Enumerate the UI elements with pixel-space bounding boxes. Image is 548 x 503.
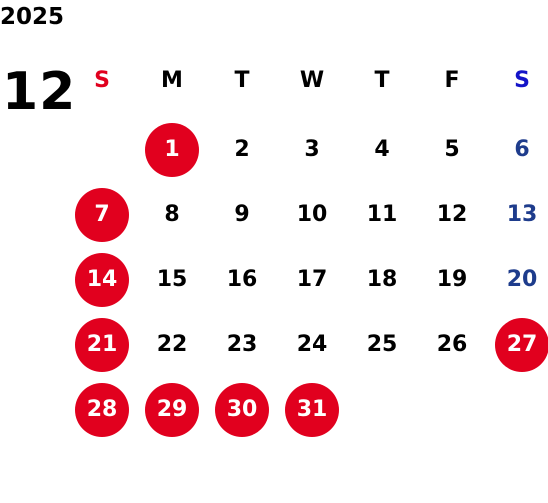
year-label: 2025 (0, 4, 65, 30)
day-13[interactable]: 13 (506, 202, 538, 227)
month-number: 12 (2, 62, 77, 122)
day-27[interactable]: 27 (495, 318, 548, 372)
day-25[interactable]: 25 (366, 332, 398, 357)
weekday-header-friday: F (444, 68, 460, 93)
day-30[interactable]: 30 (215, 383, 269, 437)
day-5[interactable]: 5 (444, 137, 460, 162)
day-11[interactable]: 11 (366, 202, 398, 227)
day-3[interactable]: 3 (304, 137, 320, 162)
day-15[interactable]: 15 (156, 267, 188, 292)
day-16[interactable]: 16 (226, 267, 258, 292)
day-6[interactable]: 6 (514, 137, 530, 162)
day-10[interactable]: 10 (296, 202, 328, 227)
day-19[interactable]: 19 (436, 267, 468, 292)
day-20[interactable]: 20 (506, 267, 538, 292)
day-14[interactable]: 14 (75, 253, 129, 307)
weekday-header-tuesday: T (234, 68, 250, 93)
day-8[interactable]: 8 (164, 202, 180, 227)
day-2[interactable]: 2 (234, 137, 250, 162)
day-17[interactable]: 17 (296, 267, 328, 292)
day-7[interactable]: 7 (75, 188, 129, 242)
weekday-header-thursday: T (374, 68, 390, 93)
day-29[interactable]: 29 (145, 383, 199, 437)
weekday-header-monday: M (161, 68, 183, 93)
day-12[interactable]: 12 (436, 202, 468, 227)
day-24[interactable]: 24 (296, 332, 328, 357)
day-31[interactable]: 31 (285, 383, 339, 437)
day-1[interactable]: 1 (145, 123, 199, 177)
weekday-header-sunday: S (94, 68, 110, 93)
day-18[interactable]: 18 (366, 267, 398, 292)
day-22[interactable]: 22 (156, 332, 188, 357)
day-4[interactable]: 4 (374, 137, 390, 162)
day-28[interactable]: 28 (75, 383, 129, 437)
day-23[interactable]: 23 (226, 332, 258, 357)
day-21[interactable]: 21 (75, 318, 129, 372)
weekday-header-wednesday: W (299, 68, 325, 93)
weekday-header-saturday: S (514, 68, 530, 93)
day-9[interactable]: 9 (234, 202, 250, 227)
day-26[interactable]: 26 (436, 332, 468, 357)
